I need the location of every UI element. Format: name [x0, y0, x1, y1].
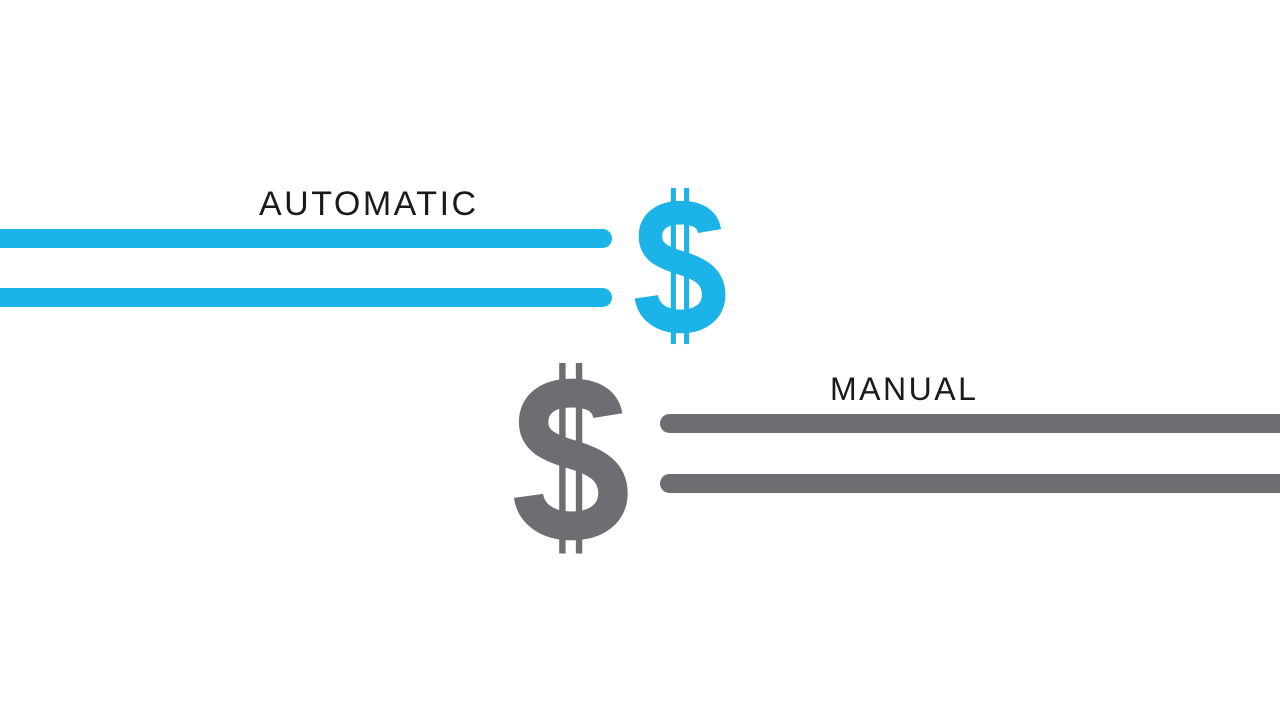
manual-line-top — [660, 414, 1280, 433]
manual-line-bottom — [660, 474, 1280, 493]
manual-dollar-sign-icon — [513, 363, 628, 554]
manual-label: MANUAL — [830, 371, 979, 407]
automatic-line-top — [0, 229, 612, 248]
automatic-label: AUTOMATIC — [259, 185, 479, 223]
automatic-dollar-sign-icon — [634, 188, 726, 345]
automatic-line-bottom — [0, 288, 612, 307]
